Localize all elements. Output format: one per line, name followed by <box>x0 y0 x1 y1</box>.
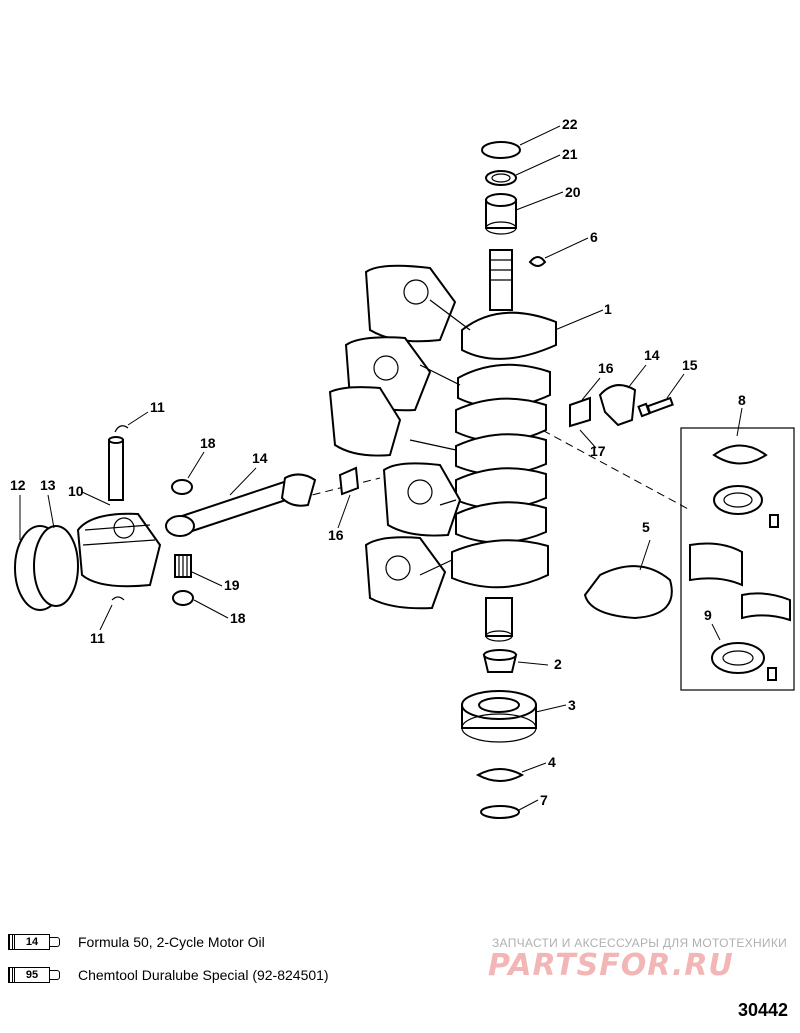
part-16-bearing-lower <box>338 466 360 496</box>
part-16-bearing-upper <box>569 396 591 428</box>
lubricant-code: 14 <box>14 934 50 950</box>
callout-9: 9 <box>704 607 712 623</box>
lubricant-code: 95 <box>14 967 50 983</box>
part-10-piston-pin <box>108 436 124 501</box>
callout-18: 18 <box>230 610 246 626</box>
legend-row-2: 95 Chemtool Duralube Special (92-824501) <box>8 965 329 985</box>
part-21-ring <box>485 170 517 186</box>
callout-20: 20 <box>565 184 581 200</box>
part-13-ring-inner <box>33 525 79 607</box>
lubricant-description: Formula 50, 2-Cycle Motor Oil <box>78 934 265 950</box>
part-9-needle-cage-lower <box>711 642 765 674</box>
legend-row-1: 14 Formula 50, 2-Cycle Motor Oil <box>8 932 265 952</box>
callout-8: 8 <box>738 392 746 408</box>
installed-pistons <box>328 264 471 610</box>
callout-11: 11 <box>90 630 105 646</box>
part-10-piston <box>76 512 162 588</box>
callout-21: 21 <box>562 146 578 162</box>
callout-6: 6 <box>590 229 598 245</box>
part-18-washer-upper <box>171 479 193 495</box>
callout-14: 14 <box>252 450 268 466</box>
callout-16: 16 <box>598 360 614 376</box>
callout-2: 2 <box>554 656 562 672</box>
needle-roller-upper <box>769 514 779 528</box>
part-14-connecting-rod <box>165 473 317 537</box>
lubricant-tube-icon: 95 <box>8 966 68 984</box>
callout-13: 13 <box>40 477 56 493</box>
callout-15: 15 <box>682 357 698 373</box>
part-20-bearing-sleeve <box>485 193 517 235</box>
leader-lines <box>19 125 743 811</box>
bearing-half-right <box>741 592 791 622</box>
needle-roller-lower <box>767 667 777 681</box>
callout-12: 12 <box>10 477 26 493</box>
callout-22: 22 <box>562 116 578 132</box>
part-4-snap-ring <box>475 768 525 782</box>
part-18-washer-lower <box>172 590 194 606</box>
callout-14: 14 <box>644 347 660 363</box>
part-7-shim <box>480 805 520 819</box>
kit-leader-line <box>519 417 691 511</box>
part-1-crankshaft <box>451 249 557 642</box>
part-8-needle-cage-upper <box>713 485 763 515</box>
callout-19: 19 <box>224 577 240 593</box>
callout-18: 18 <box>200 435 216 451</box>
callout-11: 11 <box>150 399 165 415</box>
callout-10: 10 <box>68 483 84 499</box>
part-19-needle-bearing <box>174 554 192 578</box>
part-11-clip-lower <box>111 596 125 601</box>
callout-1: 1 <box>604 301 612 317</box>
diagram-number: 30442 <box>738 1000 789 1020</box>
part-14-rod-cap <box>598 384 637 427</box>
part-15-bolt <box>637 396 674 418</box>
callout-labels: 22 21 20 6 1 16 14 15 8 17 11 18 14 12 13 10 16 5 19 18 11 9 2… <box>10 116 746 808</box>
part-2-bushing <box>482 649 518 673</box>
callout-3: 3 <box>568 697 576 713</box>
callout-5: 5 <box>642 519 650 535</box>
callout-7: 7 <box>540 792 548 808</box>
lubricant-description: Chemtool Duralube Special (92-824501) <box>78 967 329 983</box>
part-22-seal <box>481 141 521 159</box>
watermark-tagline: ЗАПЧАСТИ И АКСЕССУАРЫ ДЛЯ МОТОТЕХНИКИ <box>492 936 788 950</box>
part-6-key <box>528 256 547 267</box>
callout-16: 16 <box>328 527 344 543</box>
lubricant-tube-icon: 14 <box>8 933 68 951</box>
watermark-logo: PARTSFOR.RU <box>488 948 734 983</box>
part-5-retaining-ring <box>583 565 673 620</box>
callout-17: 17 <box>590 443 606 459</box>
callout-4: 4 <box>548 754 556 770</box>
rod-leader-line <box>299 477 381 499</box>
bearing-half-left <box>689 542 743 587</box>
part-3-ball-bearing <box>461 690 537 743</box>
bearing-kit-box <box>680 427 795 691</box>
part-11-clip-upper <box>114 425 129 433</box>
exploded-parts-diagram: 22 21 20 6 1 16 14 15 8 17 11 18 14 12 13 10 16 5 19 18 11 9 2… <box>10 116 795 819</box>
part-8-retainer-ring <box>712 444 768 465</box>
